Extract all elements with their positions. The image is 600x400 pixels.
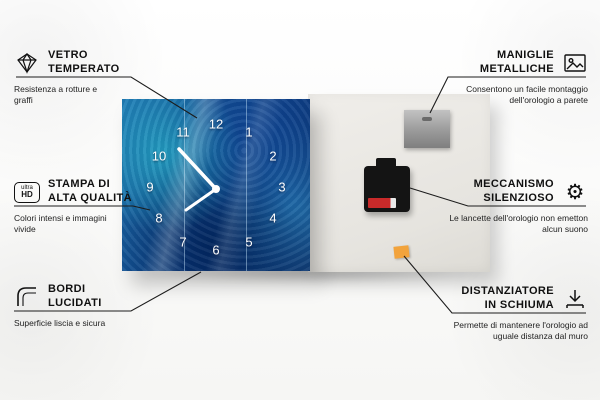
picture-frame-icon (562, 50, 588, 76)
callout-subtitle: Permette di mantenere l'orologio ad ugua… (453, 320, 588, 342)
clock-number: 4 (269, 210, 277, 226)
callout-title: DISTANZIATORE IN SCHIUMA (461, 285, 554, 311)
callout-title: VETRO TEMPERATO (48, 49, 120, 75)
clock-number: 6 (212, 242, 220, 258)
callout-title: BORDI LUCIDATI (48, 283, 102, 309)
clock-number: 11 (176, 124, 190, 140)
callout-subtitle: Superficie liscia e sicura (14, 318, 106, 328)
callout-subtitle: Consentono un facile montaggio dell'orol… (466, 84, 588, 106)
callout-title: MANIGLIE METALLICHE (479, 49, 554, 75)
callout-title: STAMPA DI ALTA QUALITÀ (48, 178, 133, 204)
clock-number: 3 (278, 179, 286, 195)
foam-spacer-pad (393, 245, 410, 259)
callout-vetro-temperato: VETRO TEMPERATO Resistenza a rotture e g… (14, 48, 136, 107)
diamond-icon (14, 50, 40, 76)
callout-distanziatore-in-schiuma: DISTANZIATORE IN SCHIUMA Permette di man… (430, 284, 588, 343)
clock-hands (177, 147, 220, 212)
clock-number: 9 (146, 179, 154, 195)
clock-number: 7 (179, 234, 187, 250)
clock-number: 8 (155, 210, 163, 226)
foam-spacer-icon (562, 286, 588, 312)
clock-number: 12 (208, 116, 224, 132)
ultra-hd-icon: ultra HD (14, 179, 40, 205)
callout-meccanismo-silenzioso: MECCANISMO SILENZIOSO ⚙ Le lancette dell… (443, 177, 588, 236)
clock-number: 2 (269, 148, 277, 164)
callout-subtitle: Colori intensi e immagini vivide (14, 213, 107, 235)
callout-bordi-lucidati: BORDI LUCIDATI Superficie liscia e sicur… (14, 282, 144, 329)
clock-number: 1 (245, 124, 253, 140)
metal-hanger-plate (404, 110, 450, 148)
clock-mechanism (364, 158, 410, 212)
clock-number: 10 (151, 148, 167, 164)
battery (368, 198, 396, 208)
callout-subtitle: Le lancette dell'orologio non emetton al… (449, 213, 588, 235)
callout-subtitle: Resistenza a rotture e graffi (14, 84, 98, 106)
clock-number: 5 (245, 234, 253, 250)
callout-title: MECCANISMO SILENZIOSO (473, 178, 554, 204)
clock-front-view: 12 1 2 3 4 5 6 7 8 9 10 11 (122, 99, 310, 271)
callout-stampa-di-alta-qualita: ultra HD STAMPA DI ALTA QUALITÀ Colori i… (14, 177, 140, 236)
gear-icon: ⚙ (565, 180, 585, 204)
clock-back-view (308, 94, 490, 272)
callout-maniglie-metalliche: MANIGLIE METALLICHE Consentono un facile… (436, 48, 588, 107)
rounded-corner-icon (14, 284, 40, 310)
